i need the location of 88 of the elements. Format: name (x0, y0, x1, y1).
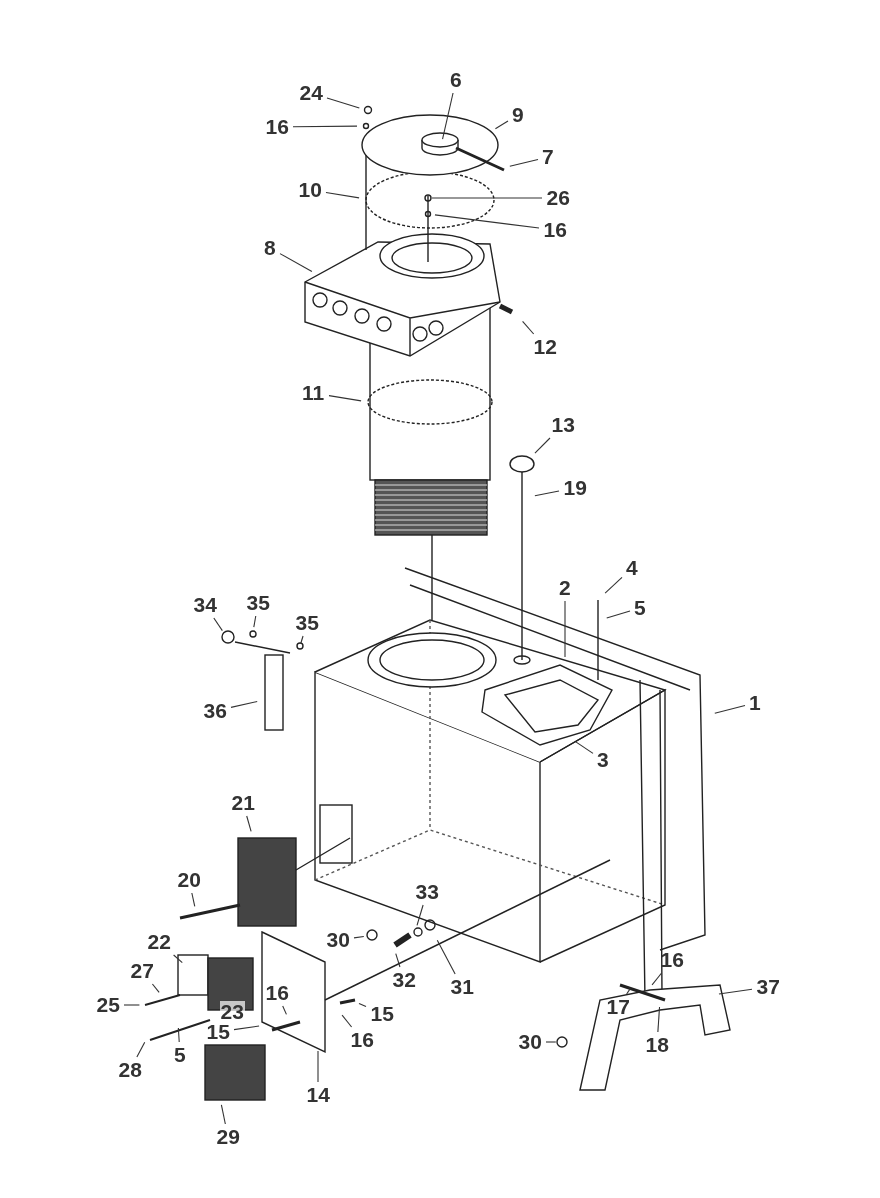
callout-number: 11 (301, 382, 326, 404)
leader-line (233, 1025, 260, 1031)
leader-line (564, 600, 566, 658)
callout-number: 15 (205, 1021, 231, 1043)
leader-line (341, 1014, 353, 1028)
leader-line (416, 904, 424, 926)
callout-number: 3 (596, 749, 610, 771)
leader-line (136, 1041, 146, 1058)
leader-line (177, 1027, 180, 1043)
callout-number: 22 (146, 931, 172, 953)
leader-line (534, 437, 551, 454)
leader-line (651, 972, 663, 986)
callout-number: 5 (173, 1044, 187, 1066)
callout-number: 16 (659, 949, 685, 971)
callout-number: 13 (550, 414, 576, 436)
leader-line (123, 1004, 140, 1006)
callout-number: 17 (605, 996, 631, 1018)
leader-line (714, 705, 746, 714)
leader-line (246, 815, 252, 832)
leader-line (282, 1005, 287, 1015)
leader-line (494, 120, 509, 130)
callout-number: 37 (755, 976, 781, 998)
callout-number: 29 (215, 1126, 241, 1148)
leader-line (534, 490, 560, 497)
leader-line (545, 1041, 557, 1043)
callout-number: 18 (644, 1034, 670, 1056)
callout-number: 20 (176, 869, 202, 891)
callout-number: 28 (117, 1059, 143, 1081)
leader-line (575, 741, 594, 754)
callout-number: 32 (391, 969, 417, 991)
leader-line (191, 892, 196, 907)
callout-number: 16 (264, 982, 290, 1004)
leader-line (326, 97, 360, 109)
leader-line (253, 615, 257, 628)
leader-line (220, 1104, 226, 1125)
callout-number: 1 (748, 692, 762, 714)
leader-line (292, 125, 358, 128)
leader-line (509, 158, 539, 167)
callout-number: 16 (349, 1029, 375, 1051)
callout-number: 2 (558, 577, 572, 599)
callout-number: 9 (511, 104, 525, 126)
callout-number: 16 (264, 116, 290, 138)
leader-line (151, 983, 160, 993)
leader-line (213, 617, 223, 632)
callout-number: 10 (297, 179, 323, 201)
leader-line (434, 214, 540, 229)
leader-line (328, 395, 362, 402)
callout-number: 25 (95, 994, 121, 1016)
leader-line (279, 253, 313, 273)
callout-number: 35 (294, 612, 320, 634)
leader-line (173, 954, 183, 964)
leader-line (657, 1006, 661, 1033)
callout-number: 26 (545, 187, 571, 209)
callout-number: 8 (263, 237, 277, 259)
callout-number: 12 (532, 336, 558, 358)
callout-number: 33 (414, 881, 440, 903)
leader-line (626, 987, 631, 995)
leader-line (353, 936, 365, 939)
callout-number: 34 (192, 594, 218, 616)
callout-number: 30 (325, 929, 351, 951)
callout-number: 36 (202, 700, 228, 722)
leader-line (436, 939, 456, 975)
leader-line (718, 988, 753, 995)
callout-number: 7 (541, 146, 555, 168)
leader-line (300, 635, 304, 644)
callout-number: 15 (369, 1003, 395, 1025)
callout-number: 30 (517, 1031, 543, 1053)
leader-line (325, 192, 360, 199)
callout-number: 31 (449, 976, 475, 998)
callout-number: 6 (449, 69, 463, 91)
callout-number: 19 (562, 477, 588, 499)
leader-line (358, 1002, 367, 1008)
leader-line (604, 576, 623, 594)
callout-number: 4 (625, 557, 639, 579)
leader-line (317, 1050, 319, 1083)
leader-line (230, 701, 258, 708)
leader-line (522, 320, 535, 335)
callout-number: 27 (129, 960, 155, 982)
callout-number: 14 (305, 1084, 331, 1106)
leader-line (606, 610, 631, 619)
callout-number: 5 (633, 597, 647, 619)
leader-line (431, 197, 543, 199)
callout-number: 24 (298, 82, 324, 104)
callout-number: 16 (542, 219, 568, 241)
leader-line (442, 92, 454, 140)
leader-line (395, 953, 401, 968)
callout-number: 21 (230, 792, 256, 814)
callout-number: 35 (245, 592, 271, 614)
